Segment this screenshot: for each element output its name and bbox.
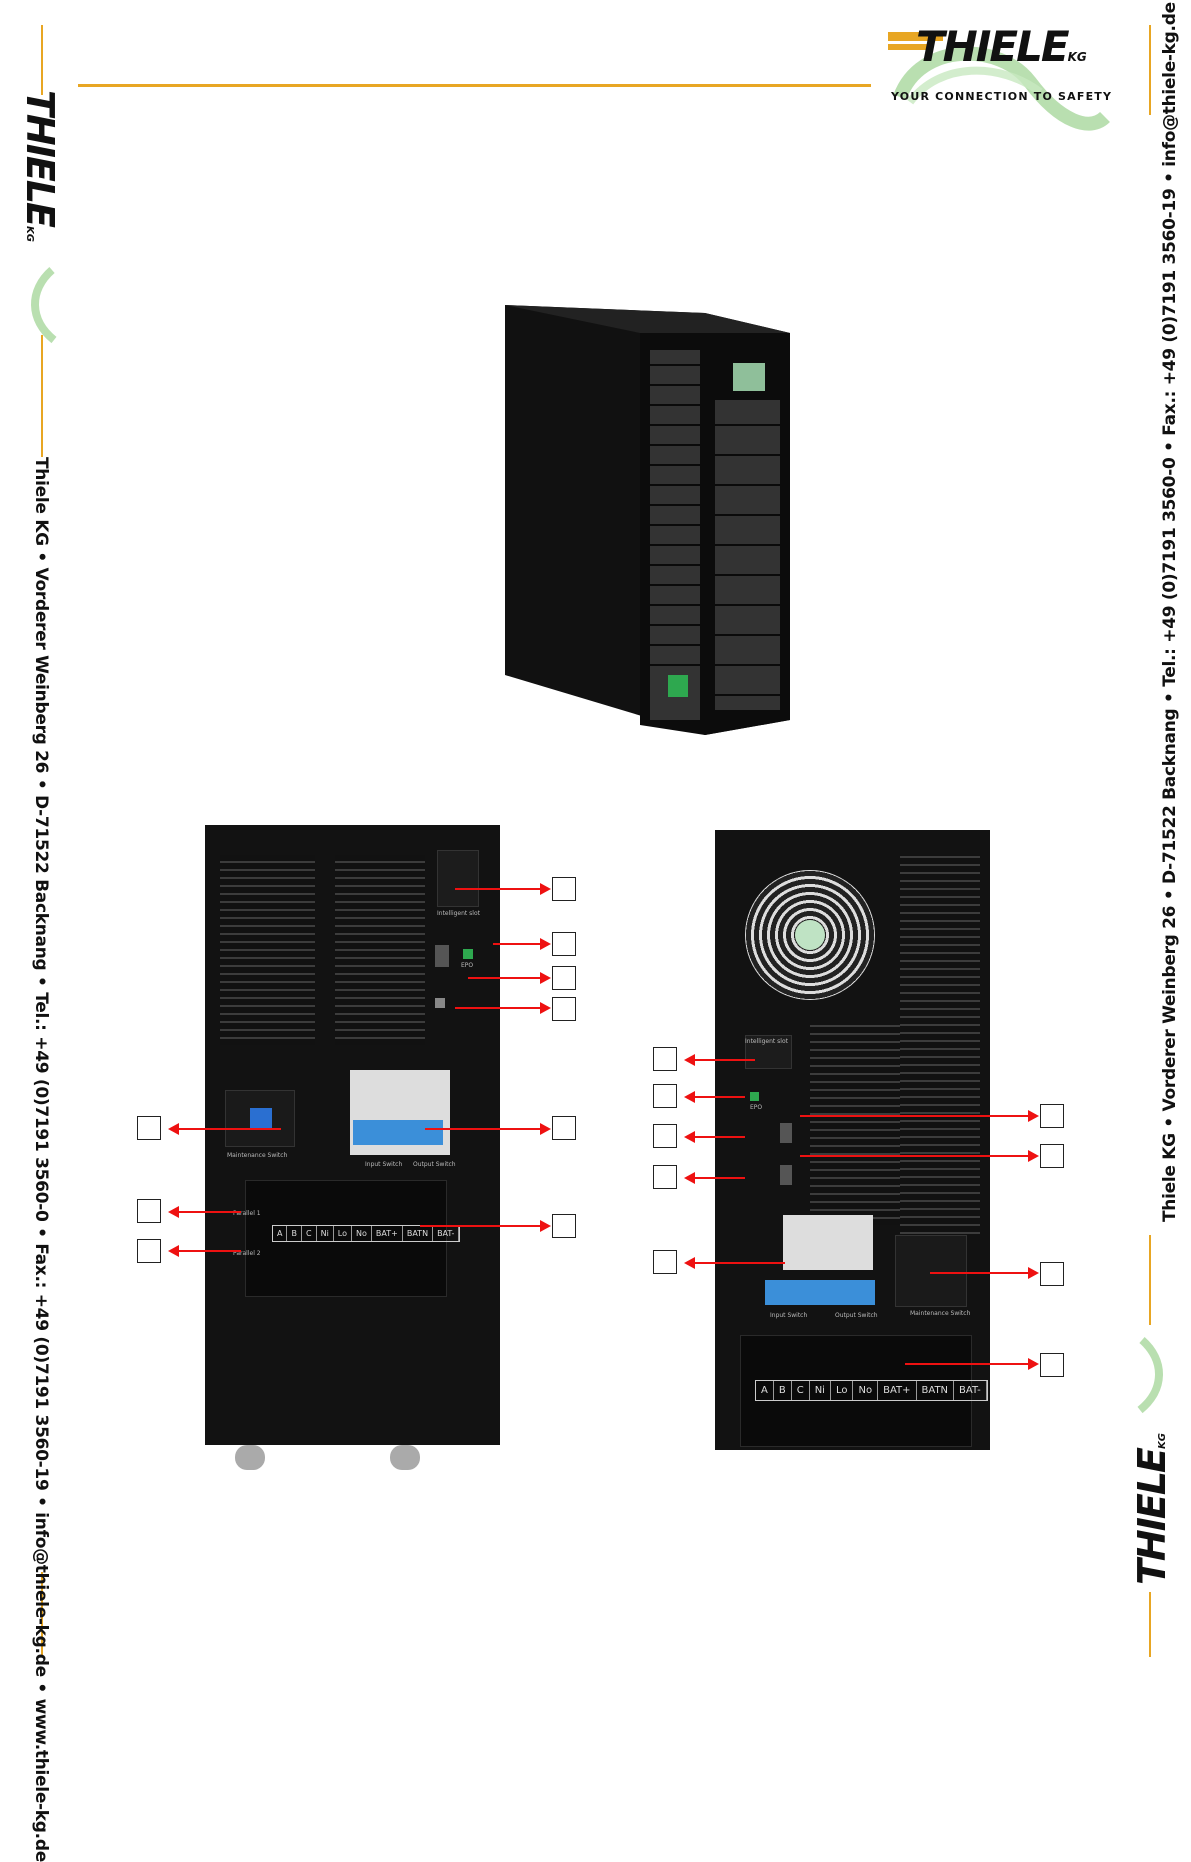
terminal-label: BATN bbox=[403, 1226, 434, 1241]
intelligent-slot-label: Intelligent slot bbox=[437, 910, 480, 917]
logo-swoosh-icon bbox=[888, 32, 1110, 131]
epo-label-right: EPO bbox=[750, 1104, 763, 1111]
terminal-label: C bbox=[302, 1226, 317, 1241]
terminal-label: Lo bbox=[334, 1226, 353, 1241]
terminal-label: BAT+ bbox=[372, 1226, 403, 1241]
terminal-label: C bbox=[792, 1381, 810, 1400]
terminal-label: No bbox=[853, 1381, 879, 1400]
header-rule bbox=[78, 84, 871, 87]
epo-label-left: EPO bbox=[461, 962, 474, 969]
terminal-label: A bbox=[273, 1226, 288, 1241]
left-rule-top bbox=[41, 25, 43, 95]
logo-swoosh-icon bbox=[31, 266, 57, 344]
maintenance-switch-label-right: Maintenance Switch bbox=[910, 1310, 971, 1317]
terminal-label: BATN bbox=[917, 1381, 955, 1400]
parallel-2-label: Parallel 2 bbox=[233, 1250, 261, 1257]
brand-tagline: YOUR CONNECTION TO SAFETY bbox=[891, 90, 1113, 103]
left-logo: THIELEKG bbox=[18, 90, 62, 344]
right-rule-mid bbox=[1149, 1235, 1151, 1325]
company-logo: THIELEKG YOUR CONNECTION TO SAFETY bbox=[880, 22, 1120, 142]
right-rule-top bbox=[1149, 25, 1151, 115]
terminal-label: B bbox=[287, 1226, 302, 1241]
parallel-1-label: Parallel 1 bbox=[233, 1210, 261, 1217]
ups-rear-image-right: Intelligent slot EPO Input Switch Output… bbox=[715, 830, 995, 1470]
input-switch-label-right: Input Switch bbox=[770, 1312, 808, 1319]
terminal-label: No bbox=[352, 1226, 372, 1241]
terminal-label: Ni bbox=[810, 1381, 831, 1400]
terminal-label: A bbox=[756, 1381, 774, 1400]
maintenance-switch-label-left: Maintenance Switch bbox=[227, 1152, 288, 1159]
terminal-label: BAT- bbox=[433, 1226, 460, 1241]
terminal-label: BAT+ bbox=[878, 1381, 917, 1400]
logo-swoosh-icon bbox=[1137, 1336, 1163, 1414]
terminal-label: B bbox=[774, 1381, 792, 1400]
terminal-label: Lo bbox=[831, 1381, 854, 1400]
brand-wordmark: THIELEKG bbox=[916, 22, 1087, 71]
terminal-label: Ni bbox=[317, 1226, 334, 1241]
output-switch-label-left: Output Switch bbox=[413, 1161, 456, 1168]
left-rule-bottom bbox=[41, 1572, 43, 1657]
left-rule-mid bbox=[41, 335, 43, 457]
input-switch-label-left: Input Switch bbox=[365, 1161, 403, 1168]
terminal-label: BAT- bbox=[954, 1381, 987, 1400]
intelligent-slot-label-right: Intelligent slot bbox=[745, 1038, 788, 1045]
contact-footer-right: Thiele KG • Vorderer Weinberg 26 • D-715… bbox=[1160, 0, 1180, 1222]
right-logo: THIELEKG bbox=[1130, 1335, 1174, 1585]
right-rule-bottom bbox=[1149, 1592, 1151, 1657]
contact-footer-left: Thiele KG • Vorderer Weinberg 26 • D-715… bbox=[31, 457, 51, 1862]
ups-rear-image-left: Intelligent slot EPO Maintenance Switch … bbox=[205, 825, 500, 1475]
output-switch-label-right: Output Switch bbox=[835, 1312, 878, 1319]
ups-front-image bbox=[500, 305, 790, 735]
